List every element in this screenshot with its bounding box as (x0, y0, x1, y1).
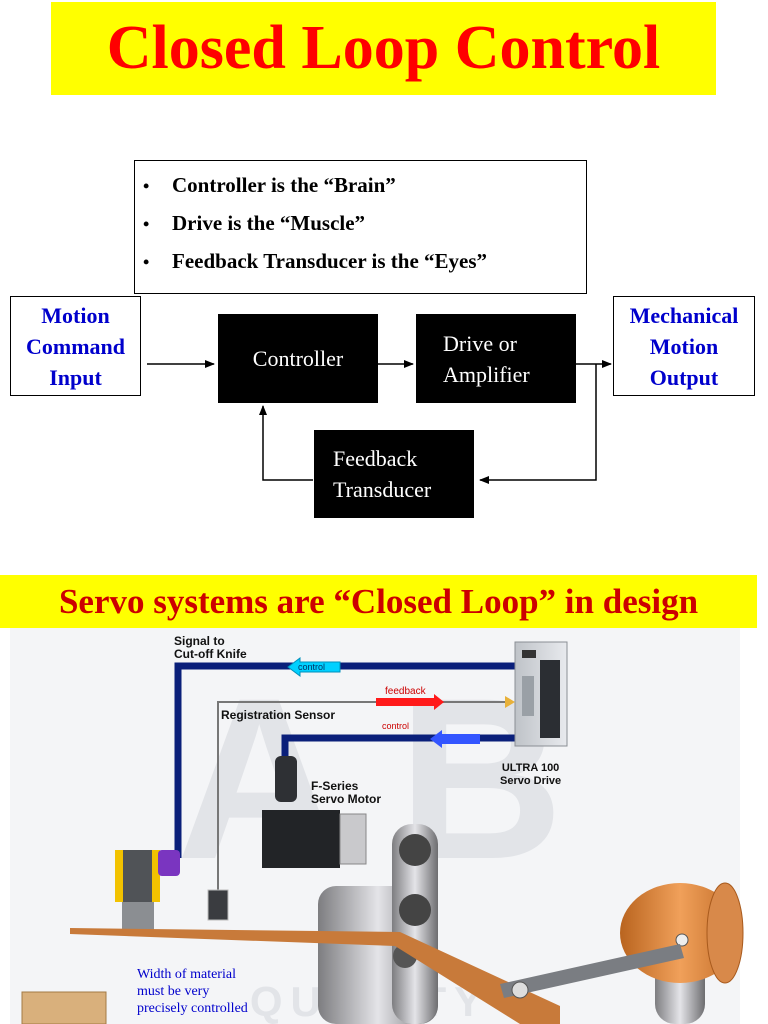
feedback-transducer-block: Feedback Transducer (314, 430, 474, 518)
roles-list: • Controller is the “Brain” • Drive is the… (135, 161, 586, 281)
list-item: • Controller is the “Brain” (143, 167, 586, 205)
servo-system-illustration: A B QUALITY (0, 628, 768, 1024)
supply-roll-face (706, 882, 744, 984)
registration-sensor-label: Registration Sensor (221, 708, 336, 722)
role-text: Controller is the “Brain” (172, 173, 396, 197)
page-title: Closed Loop Control (51, 2, 716, 95)
servo-drive-label: ULTRA 100 Servo Drive (500, 762, 561, 788)
drive-line: Amplifier (443, 361, 530, 387)
servo-motor-label: F-Series Servo Motor (311, 780, 381, 806)
list-item: • Drive is the “Muscle” (143, 205, 586, 243)
roles-box: • Controller is the “Brain” • Drive is the… (134, 160, 587, 294)
output-line: Output (649, 364, 719, 390)
control-arrow-mid (430, 730, 480, 748)
label-line: Servo Motor (311, 792, 382, 806)
servo-drive-panel (540, 660, 560, 738)
material-width-note: Width of material must be very precisely… (137, 966, 248, 1017)
control-arrow-label: control (382, 721, 410, 731)
mechanical-motion-output-box: Mechanical Motion Output (613, 296, 755, 396)
list-item: • Feedback Transducer is the “Eyes” (143, 243, 586, 281)
motor-body (262, 810, 340, 868)
registration-sensor-body (207, 889, 229, 921)
controller-label: Controller (252, 346, 344, 371)
feedback-arrow (376, 694, 444, 710)
section-subtitle: Servo systems are “Closed Loop” in desig… (0, 575, 757, 628)
block-diagram-connectors (147, 360, 612, 484)
role-text: Drive is the “Muscle” (172, 211, 366, 235)
motor-encoder (275, 756, 297, 802)
motion-command-input-box: Motion Command Input (10, 296, 141, 396)
label-line: Signal to (174, 634, 225, 648)
material-stack (21, 991, 107, 1024)
knife-hazard-stripe (152, 850, 160, 902)
output-line: Motion (649, 333, 719, 359)
feedback-line: Feedback (333, 446, 418, 471)
control-arrow-label: control (298, 662, 326, 672)
roll-arm (500, 944, 684, 998)
feedback-path-arrow (479, 364, 597, 484)
note-line: precisely controlled (137, 1001, 248, 1016)
label-line: F-Series (311, 779, 359, 793)
illustration-graphics: A B QUALITY (10, 628, 744, 1024)
bullet-icon: • (143, 252, 150, 272)
drive-connector-icon (522, 650, 536, 658)
output-line: Mechanical (629, 302, 739, 328)
bullet-icon: • (143, 176, 150, 196)
note-line: Width of material (137, 967, 236, 982)
feedback-tip-icon (505, 696, 515, 708)
label-line: Cut-off Knife (174, 647, 247, 661)
material-web (70, 928, 560, 1024)
roller-wheel (399, 894, 431, 926)
roll-axle (675, 933, 689, 947)
control-arrow-top (287, 657, 341, 677)
bullet-icon: • (143, 214, 150, 234)
feedback-to-controller-arrow (259, 405, 313, 481)
roll-arm-joint (511, 981, 529, 999)
knife-actuator (158, 850, 180, 876)
controller-block: Controller (218, 314, 378, 403)
label-line: ULTRA 100 (501, 762, 560, 774)
motor-flange (339, 813, 367, 865)
knife-hazard-stripe (115, 850, 123, 902)
cutoff-signal-wire (174, 662, 515, 858)
drive-connector-icon (522, 676, 534, 716)
roller-wheel (399, 834, 431, 866)
role-text: Feedback Transducer is the “Eyes” (172, 249, 488, 273)
input-line: Command (25, 333, 125, 359)
input-line: Input (49, 364, 102, 390)
feedback-line: Transducer (333, 477, 432, 502)
cutoff-signal-label: Signal to Cut-off Knife (174, 635, 247, 661)
drive-amplifier-block: Drive or Amplifier (416, 314, 576, 403)
input-line: Motion (41, 302, 110, 328)
drive-line: Drive or (443, 330, 517, 356)
feedback-arrow-label: feedback (385, 686, 426, 697)
watermark-letters: A B (176, 650, 564, 907)
label-line: Servo Drive (500, 775, 562, 787)
note-line: must be very (137, 984, 210, 999)
knife-blade-holder (122, 902, 154, 932)
